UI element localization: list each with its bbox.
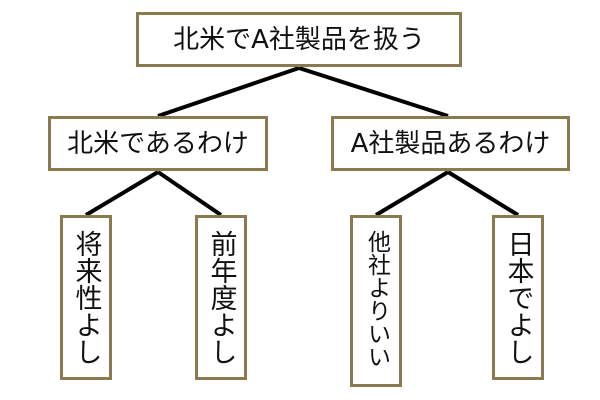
leaf-node-future-potential: 将来性よし — [60, 215, 112, 380]
branch-node-a-company-product: A社製品あるわけ — [331, 116, 570, 171]
link-left-to-l1 — [84, 170, 160, 217]
leaf-node-good-in-japan: 日本でよし — [492, 215, 544, 380]
leaf-node-last-year: 前年度よし — [195, 215, 247, 380]
link-right-to-r2 — [446, 170, 520, 217]
link-root-to-right — [298, 66, 449, 118]
link-root-to-left — [157, 66, 300, 118]
link-left-to-l2 — [156, 170, 223, 217]
branch-node-north-america: 北米であるわけ — [48, 116, 268, 171]
link-right-to-r1 — [374, 170, 450, 217]
root-node: 北米でA社製品を扱う — [136, 12, 462, 67]
leaf-node-better-than-competitors: 他社よりいい — [350, 215, 402, 387]
